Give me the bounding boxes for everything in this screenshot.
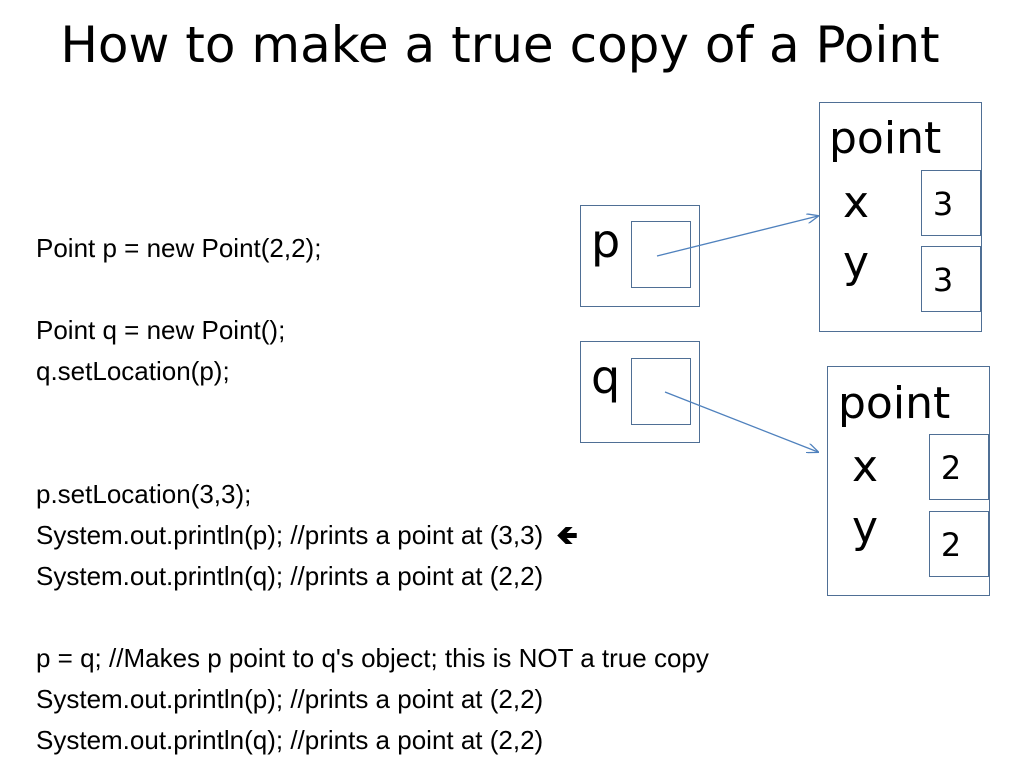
variable-q-label: q: [591, 350, 621, 404]
code-block-1: Point p = new Point(2,2);: [36, 228, 321, 269]
code-line: System.out.println(q); //prints a point …: [36, 561, 544, 591]
variable-q-reference-slot: [631, 358, 691, 425]
left-arrow-icon: 🡸: [556, 520, 578, 550]
slide-title: How to make a true copy of a Point: [60, 16, 940, 74]
code-line: Point q = new Point();: [36, 315, 286, 345]
point-object-top-y-label: y: [843, 237, 870, 288]
code-line: p = q; //Makes p point to q's object; th…: [36, 643, 709, 673]
point-object-bottom: [827, 366, 990, 596]
point-object-top-y-value: 3: [932, 261, 954, 299]
code-block-3: p.setLocation(3,3); System.out.println(p…: [36, 474, 578, 597]
point-object-bottom-label: point: [838, 378, 951, 429]
code-line: System.out.println(q); //prints a point …: [36, 725, 544, 755]
point-object-bottom-y-label: y: [852, 502, 879, 553]
point-object-bottom-x-box: [929, 434, 989, 500]
variable-p-label: p: [591, 214, 621, 268]
variable-p-reference-slot: [631, 221, 691, 288]
code-block-4: p = q; //Makes p point to q's object; th…: [36, 638, 709, 761]
point-object-top-x-label: x: [843, 177, 870, 228]
point-object-top-y-box: [921, 246, 981, 312]
point-object-bottom-x-value: 2: [940, 449, 962, 487]
code-line-text: System.out.println(p); //prints a point …: [36, 520, 544, 550]
code-block-2: Point q = new Point(); q.setLocation(p);: [36, 310, 285, 392]
code-line: p.setLocation(3,3);: [36, 479, 252, 509]
code-line: System.out.println(p); //prints a point …: [36, 515, 578, 556]
point-object-bottom-y-value: 2: [940, 526, 962, 564]
point-object-bottom-x-label: x: [852, 441, 879, 492]
point-object-top-label: point: [829, 113, 942, 164]
code-line: q.setLocation(p);: [36, 356, 230, 386]
point-object-bottom-y-box: [929, 511, 989, 577]
code-line: System.out.println(p); //prints a point …: [36, 684, 544, 714]
point-object-top-x-box: [921, 170, 981, 236]
code-line: Point p = new Point(2,2);: [36, 233, 322, 263]
point-object-top-x-value: 3: [932, 185, 954, 223]
